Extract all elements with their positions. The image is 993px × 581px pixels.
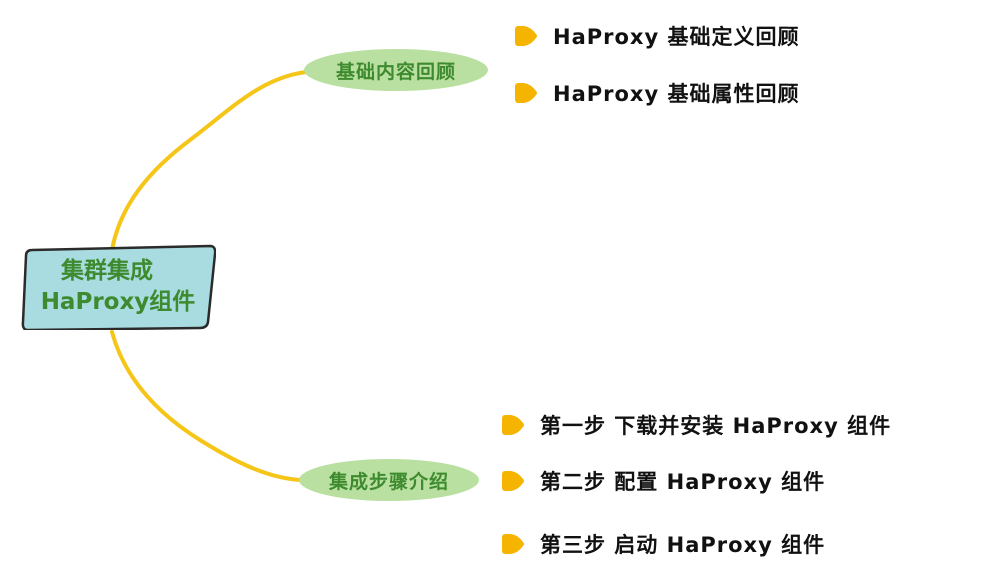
root-node-shape bbox=[21, 244, 216, 330]
root-label-line1: 集群集成 bbox=[61, 258, 153, 284]
rounded-triangle-bullet-icon bbox=[515, 83, 537, 103]
rounded-triangle-bullet-icon bbox=[502, 471, 524, 491]
leaf-item[interactable]: 第三步 启动 HaProxy 组件 bbox=[500, 524, 825, 564]
rounded-triangle-bullet-icon bbox=[502, 534, 524, 554]
root-node[interactable]: 集群集成 HaProxy组件 bbox=[20, 244, 216, 330]
rounded-triangle-bullet-icon bbox=[515, 26, 537, 46]
root-label-line2: HaProxy组件 bbox=[40, 289, 196, 315]
leaf-label: HaProxy 基础属性回顾 bbox=[553, 82, 800, 106]
root-label: 集群集成 HaProxy组件 bbox=[20, 244, 216, 330]
leaf-item[interactable]: 第二步 配置 HaProxy 组件 bbox=[500, 461, 825, 501]
leaf-item[interactable]: 第一步 下载并安装 HaProxy 组件 bbox=[500, 405, 891, 445]
branch-label: 基础内容回顾 bbox=[335, 60, 456, 83]
leaf-label: HaProxy 基础定义回顾 bbox=[553, 25, 800, 49]
branch-node-shape bbox=[299, 459, 479, 501]
leaf-label: 第一步 下载并安装 HaProxy 组件 bbox=[540, 414, 892, 438]
leaf-label: 第二步 配置 HaProxy 组件 bbox=[540, 470, 826, 494]
branch-node-integration-steps[interactable]: 集成步骤介绍 bbox=[298, 458, 480, 502]
branch-label: 集成步骤介绍 bbox=[328, 470, 449, 493]
connector-root-to-bottom-branch bbox=[110, 330, 302, 482]
leaf-item[interactable]: HaProxy 基础属性回顾 bbox=[513, 73, 799, 113]
leaf-label: 第三步 启动 HaProxy 组件 bbox=[540, 533, 826, 557]
branch-node-basics-review[interactable]: 基础内容回顾 bbox=[303, 48, 489, 92]
connector-root-to-top-branch bbox=[110, 70, 308, 252]
rounded-triangle-bullet-icon bbox=[502, 415, 524, 435]
leaf-item[interactable]: HaProxy 基础定义回顾 bbox=[513, 16, 799, 56]
branch-node-shape bbox=[304, 49, 488, 91]
